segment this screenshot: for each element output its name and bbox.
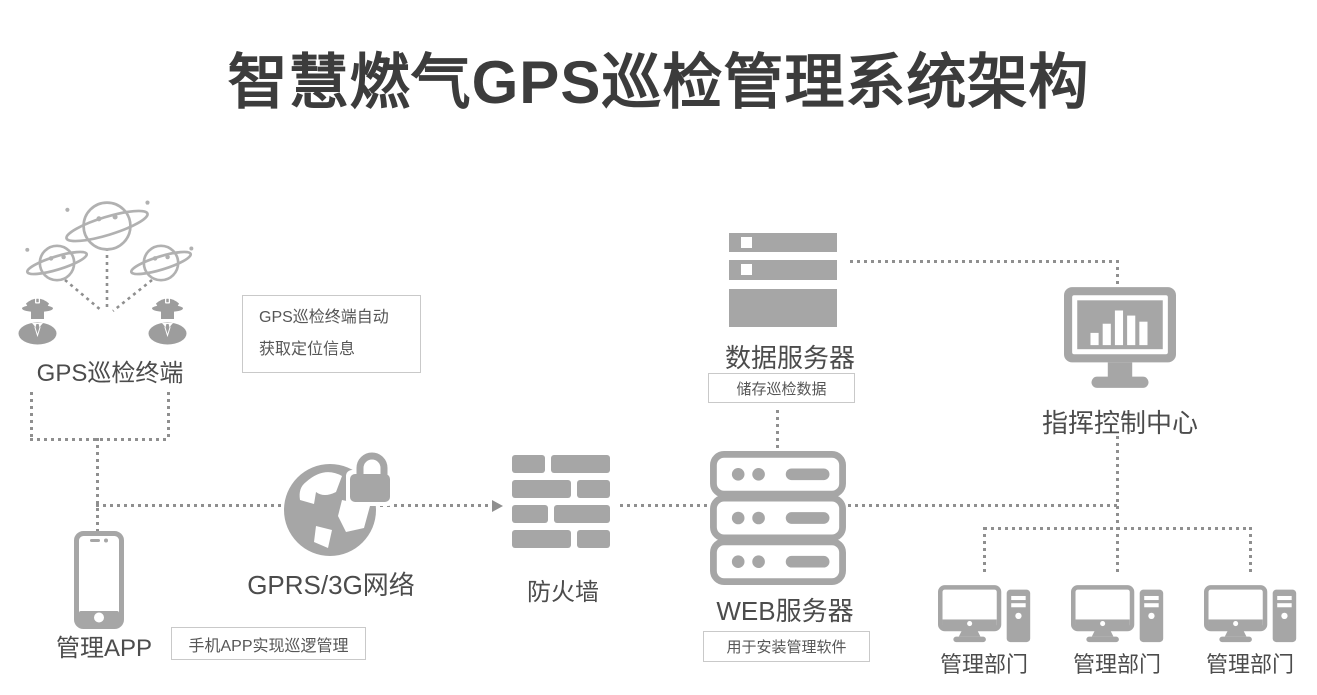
lock-icon [346, 449, 394, 506]
command-center-label: 指挥控制中心 [1041, 408, 1199, 438]
firewall-label: 防火墙 [527, 579, 599, 606]
connector-dept2-drop [1116, 527, 1119, 575]
web-server-label: WEB服务器 [716, 596, 854, 626]
data-note-box: 储存巡检数据 [708, 373, 855, 403]
firewall-icon [512, 455, 610, 548]
arrow-right-icon [492, 500, 503, 512]
gps-note-line1: GPS巡检终端自动 [259, 309, 389, 326]
connector-gps-join [30, 438, 170, 441]
officer-icon [148, 297, 187, 345]
gps-note-line2: 获取定位信息 [259, 341, 356, 358]
connector-gps-to-app [96, 438, 99, 533]
satellite-icon [129, 244, 194, 282]
satellite-icon [25, 244, 89, 282]
connector-network-to-firewall [380, 504, 490, 507]
command-monitor-icon [1064, 287, 1176, 388]
smartphone-icon [74, 531, 124, 629]
desktop-computer-icon [1204, 585, 1297, 643]
network-globe-icon [284, 449, 394, 556]
desktop-computer-icon [1071, 585, 1164, 643]
satellite-beams [64, 248, 153, 313]
connector-command-to-branch [1116, 436, 1119, 530]
web-note-box: 用于安装管理软件 [703, 631, 870, 662]
app-label: 管理APP [55, 635, 153, 662]
app-note-text: 手机APP实现巡逻管理 [188, 637, 349, 655]
network-label: GPRS/3G网络 [247, 570, 415, 600]
gps-terminal-label: GPS巡检终端 [36, 360, 184, 387]
connector-data-to-web [776, 410, 779, 452]
connector-web-to-command [848, 504, 1118, 507]
data-server-label: 数据服务器 [724, 343, 856, 373]
connector-gps-left-down [30, 392, 33, 440]
data-server-icon [729, 233, 837, 327]
officer-icon [18, 297, 57, 345]
connector-command-drop [1116, 260, 1119, 288]
connector-gps-right-down [167, 392, 170, 440]
satellite-icon [65, 200, 150, 251]
web-server-icon [710, 451, 846, 585]
department-label: 管理部门 [1072, 652, 1162, 677]
connector-dept1-drop [983, 527, 986, 575]
department-label: 管理部门 [1205, 652, 1295, 677]
connector-dept3-drop [1249, 527, 1252, 575]
gps-note-box: GPS巡检终端自动 获取定位信息 [242, 295, 421, 373]
data-note-text: 储存巡检数据 [736, 380, 827, 398]
desktop-computer-icon [938, 585, 1031, 643]
bar-chart-glyph [1090, 310, 1148, 346]
connector-data-to-command [850, 260, 1118, 263]
page-title: 智慧燃气GPS巡检管理系统架构 [227, 49, 1090, 116]
web-note-text: 用于安装管理软件 [726, 639, 847, 656]
connector-firewall-to-web [620, 504, 710, 507]
connector-app-to-network [96, 504, 288, 507]
app-note-box: 手机APP实现巡逻管理 [171, 627, 366, 660]
department-label: 管理部门 [939, 652, 1029, 677]
